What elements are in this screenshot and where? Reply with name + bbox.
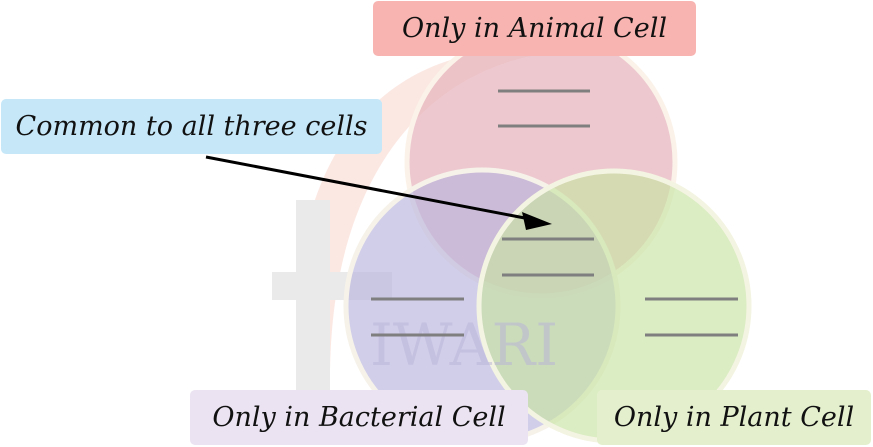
label-bacterial-cell: Only in Bacterial Cell: [190, 390, 528, 445]
label-plant-cell: Only in Plant Cell: [597, 390, 871, 445]
label-common: Common to all three cells: [1, 99, 382, 154]
blank-lines: [371, 89, 738, 337]
watermark-text: IWARI: [370, 311, 558, 379]
label-animal-cell: Only in Animal Cell: [373, 1, 696, 56]
arrow: [205, 155, 552, 230]
